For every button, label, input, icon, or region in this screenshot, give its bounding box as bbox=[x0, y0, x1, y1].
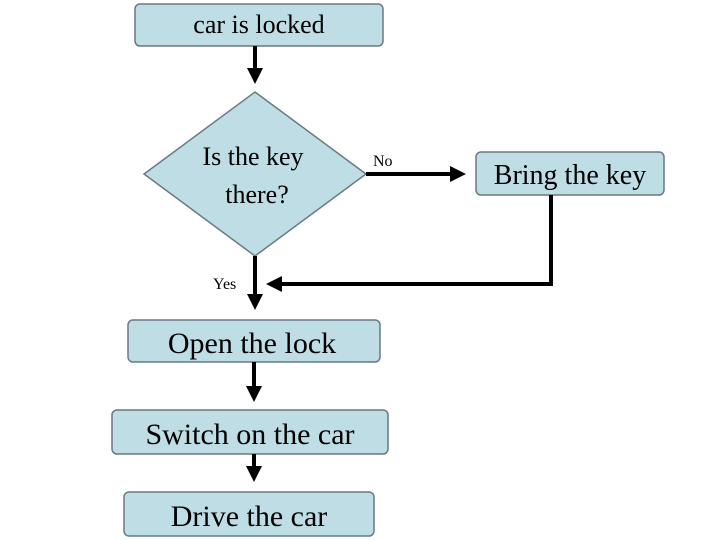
start-node-label: car is locked bbox=[193, 10, 324, 39]
arrow-loop-back bbox=[266, 195, 553, 292]
bring-key-node: Bring the key bbox=[475, 151, 665, 196]
decision-label-line1: Is the key bbox=[202, 142, 303, 171]
drive-node-label: Drive the car bbox=[171, 500, 328, 533]
switch-on-node-label: Switch on the car bbox=[145, 418, 354, 451]
no-edge-label: No bbox=[373, 153, 393, 170]
bring-key-node-label: Bring the key bbox=[494, 160, 646, 191]
switch-on-node: Switch on the car bbox=[111, 409, 389, 455]
decision-label-line2: there? bbox=[225, 180, 289, 209]
open-lock-node-label: Open the lock bbox=[168, 327, 336, 360]
drive-node: Drive the car bbox=[123, 491, 375, 537]
open-lock-node: Open the lock bbox=[127, 319, 381, 363]
decision-node: Is the key there? bbox=[142, 91, 368, 257]
yes-edge-label: Yes bbox=[213, 276, 236, 293]
start-node: car is locked bbox=[134, 3, 384, 47]
